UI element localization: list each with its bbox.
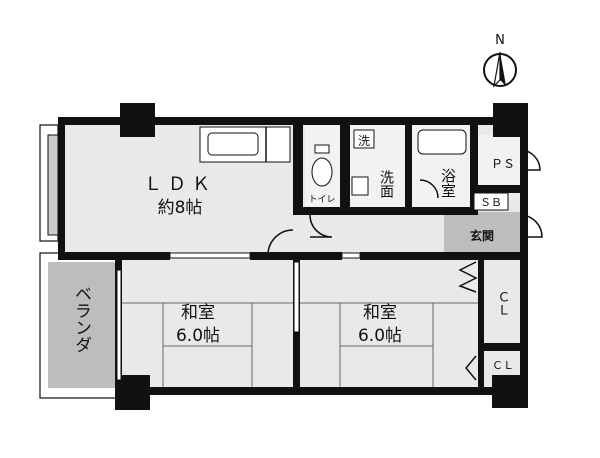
walls <box>58 103 528 410</box>
ps-floor <box>478 135 520 185</box>
washroom-name: 洗面 <box>378 170 394 198</box>
toilet-door <box>309 214 333 238</box>
veranda-name: ベランダ <box>71 285 91 353</box>
fusuma <box>293 261 300 333</box>
ps-name: ＰＳ <box>491 157 515 171</box>
entrance-floor <box>444 212 520 254</box>
sliding-door <box>169 252 251 259</box>
compass-label: N <box>495 33 505 48</box>
basin-icon <box>351 176 369 196</box>
closet-lower-name: ＣＬ <box>492 359 514 372</box>
washitsu-right-name: 和室 <box>363 303 397 323</box>
ldk-door <box>267 229 294 256</box>
toilet-tank-icon <box>314 144 330 154</box>
ps-door <box>519 149 541 171</box>
washitsu-floor <box>122 258 522 390</box>
veranda-floor <box>48 262 115 388</box>
tatami-lines <box>122 302 478 387</box>
veranda-window <box>116 269 122 381</box>
washer-label: 洗 <box>358 134 370 148</box>
toilet-icon <box>311 157 333 187</box>
ldk-window <box>47 134 59 236</box>
toilet-name: トイレ <box>308 195 335 205</box>
washitsu-left-size: 6.0帖 <box>176 326 220 346</box>
sb-box <box>473 192 509 211</box>
washitsu-right-size: 6.0帖 <box>358 326 402 346</box>
ldk-size: 約8帖 <box>158 198 203 218</box>
north-arrow-icon <box>483 51 517 88</box>
sink-icon <box>207 132 259 156</box>
entrance-name: 玄関 <box>470 228 494 243</box>
bath-door <box>419 179 439 199</box>
sb-name: ＳＢ <box>480 196 502 209</box>
bath-name: 浴室 <box>439 168 457 198</box>
closet-door <box>465 355 477 381</box>
closet-upper-name: ＣＬ <box>495 290 510 316</box>
washer-mark <box>353 129 375 149</box>
bathtub-icon <box>417 129 467 155</box>
ldk-name: ＬＤＫ <box>144 174 216 195</box>
sliding-door <box>341 252 361 259</box>
closet-door <box>458 261 478 293</box>
front-door <box>519 214 543 238</box>
washitsu-left-name: 和室 <box>181 303 215 323</box>
